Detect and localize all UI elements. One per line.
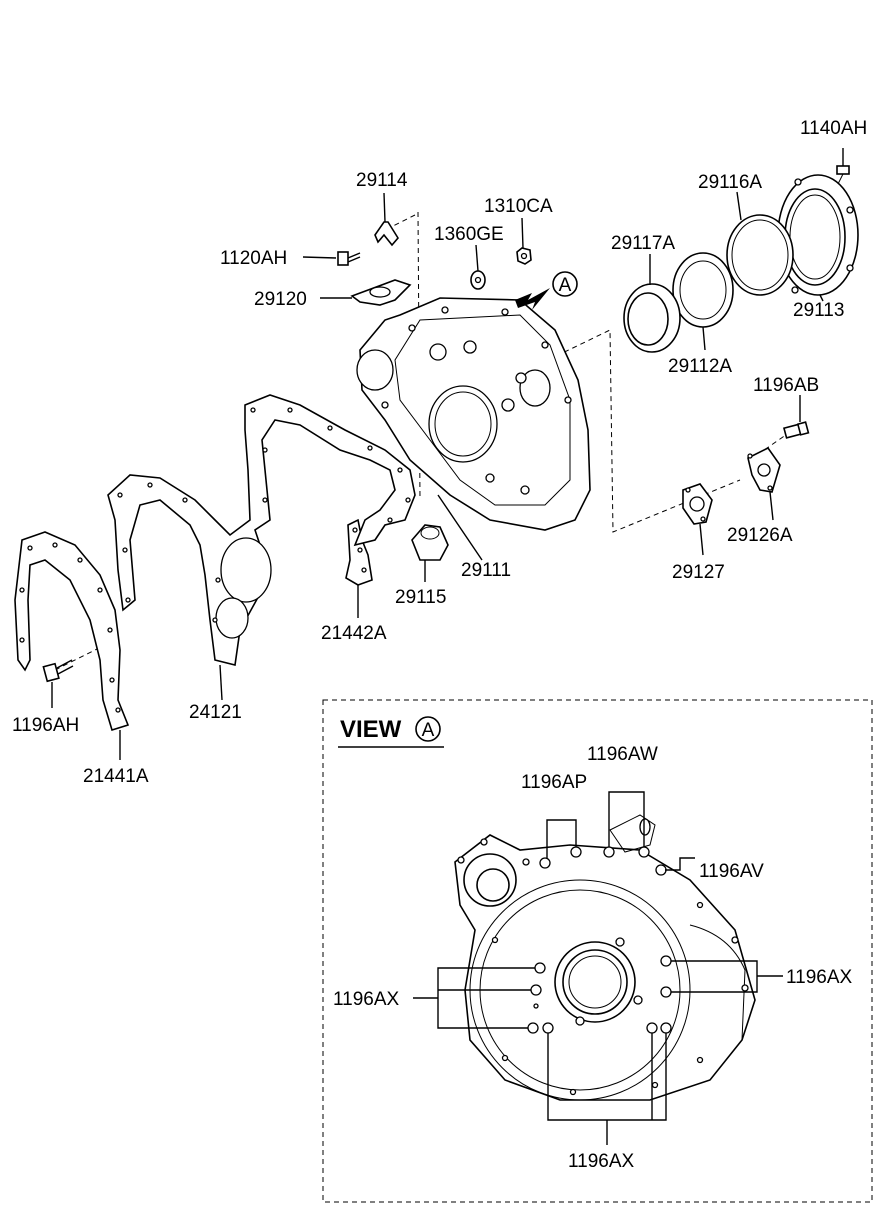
label-21441A: 21441A: [83, 766, 149, 787]
plate-29120: [320, 279, 412, 306]
label-1196AX-bottom: 1196AX: [568, 1151, 635, 1172]
label-1360GE: 1360GE: [434, 224, 504, 245]
housing-rear-view: [454, 814, 756, 1101]
label-29126A: 29126A: [727, 525, 793, 546]
label-29127: 29127: [672, 562, 725, 583]
label-29111: 29111: [461, 560, 511, 581]
cap-29115: [411, 524, 449, 582]
label-1310CA: 1310CA: [484, 196, 553, 217]
label-1196AH: 1196AH: [12, 715, 79, 736]
view-letter: A: [422, 720, 435, 741]
flywheel-housing-29111: [356, 297, 591, 561]
label-1140AH: 1140AH: [800, 118, 867, 139]
gasket-24121: [107, 394, 416, 701]
label-24121: 24121: [189, 702, 242, 723]
seal-29112A: [672, 252, 734, 351]
cover-29127: [682, 483, 713, 556]
oil-seal-housing-29113: [777, 174, 859, 302]
label-29117A: 29117A: [611, 233, 675, 254]
bolt-1140AH: [836, 148, 850, 185]
gasket-21442A: [345, 518, 373, 618]
washer-1360GE: [470, 244, 486, 290]
label-29115: 29115: [395, 587, 446, 608]
seal-29117A: [623, 254, 681, 353]
label-29114: 29114: [356, 170, 408, 191]
nut-1310CA: [516, 217, 532, 265]
label-1196AB: 1196AB: [753, 375, 819, 396]
bolt-1196AH: [42, 659, 74, 708]
label-1120AH: 1120AH: [220, 248, 287, 269]
view-a-inset: VIEW A: [322, 699, 873, 1203]
screw-1196AB: [782, 395, 810, 439]
label-29116A: 29116A: [698, 172, 762, 193]
svg-text:A: A: [559, 275, 572, 296]
label-1196AX-right: 1196AX: [786, 967, 853, 988]
label-1196AV: 1196AV: [699, 861, 764, 882]
label-29112A: 29112A: [668, 356, 732, 377]
label-29120: 29120: [254, 289, 307, 310]
label-29113: 29113: [793, 300, 844, 321]
gasket-21441A: [14, 531, 130, 760]
bolt-1120AH: [302, 251, 361, 266]
o-ring-29116A: [726, 191, 794, 296]
view-arrow-A: A: [515, 271, 578, 310]
view-title: VIEW: [340, 716, 402, 743]
label-1196AW: 1196AW: [587, 744, 658, 765]
label-21442A: 21442A: [321, 623, 387, 644]
label-1196AP: 1196AP: [521, 772, 587, 793]
cover-29126A: [747, 446, 781, 521]
bracket-29114: [374, 192, 399, 247]
label-1196AX-left: 1196AX: [333, 989, 400, 1010]
